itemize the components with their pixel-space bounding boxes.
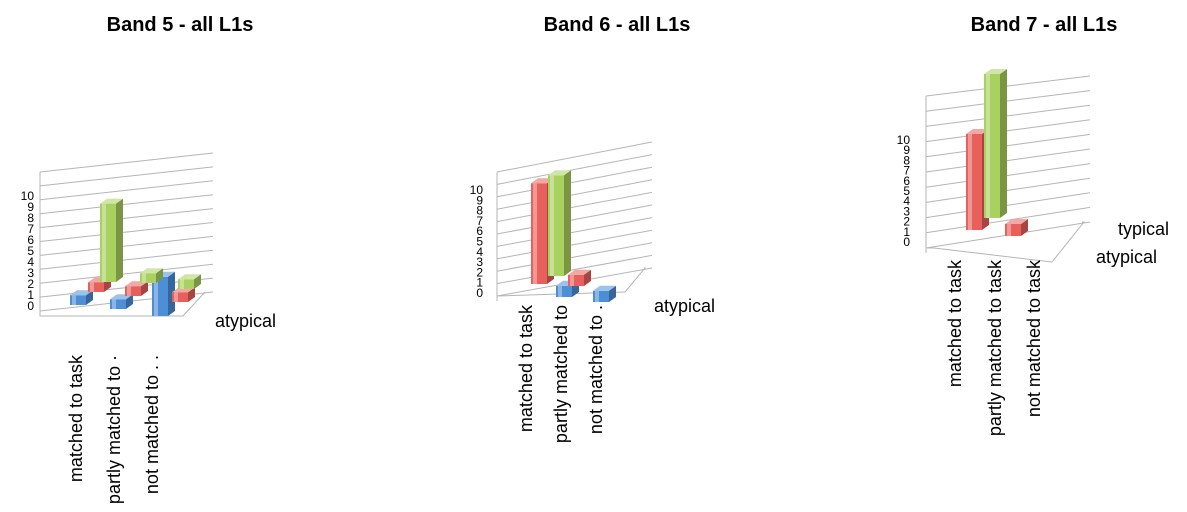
category-label: not matched to . . [142,355,162,494]
y-tick-label: 6 [27,233,34,247]
bar-blue-1 [70,290,93,305]
y-tick-label: 5 [27,244,34,258]
bar-green-1 [548,170,571,276]
y-tick-label: 8 [476,204,483,218]
y-tick-label: 4 [476,245,483,259]
y-tick-label: 9 [476,193,483,207]
chart-title: Band 5 - all L1s [107,14,254,36]
category-label: matched to task [66,354,86,482]
bar-red-2 [1005,219,1028,236]
y-tick-label: 3 [27,266,34,280]
bar-green-3 [178,274,201,289]
chart-title: Band 6 - all L1s [544,14,691,36]
y-tick-label: 9 [903,143,910,157]
category-label: matched to task [516,304,536,432]
category-label: not matched to . [586,305,606,434]
bar-blue-3 [593,285,616,302]
y-tick-label: 4 [903,194,910,208]
chart-title: Band 7 - all L1s [971,14,1118,36]
y-tick-label: 3 [903,204,910,218]
bar-green-1 [984,69,1007,218]
y-tick-label: 7 [476,214,483,228]
depth-label: typical [1118,219,1169,239]
y-tick-label: 3 [476,255,483,269]
bar-blue-2 [110,294,133,309]
depth-label: atypical [1096,247,1157,267]
y-tick-label: 4 [27,255,34,269]
y-tick-label: 10 [470,183,484,197]
depth-label: atypical [215,311,276,331]
bar-red-2 [125,281,148,296]
y-tick-label: 6 [476,224,483,238]
y-tick-label: 10 [21,189,35,203]
y-tick-label: 8 [903,153,910,167]
grid [39,152,214,317]
y-tick-label: 5 [903,184,910,198]
category-label: not matched to task [1024,259,1044,417]
depth-label: atypical [654,296,715,316]
y-tick-label: 7 [27,222,34,236]
category-label: partly matched to task [985,259,1005,436]
bar-green-2 [140,268,163,283]
bar-red-3 [172,287,195,302]
y-tick-label: 8 [27,211,34,225]
category-label: partly matched to [551,305,571,443]
y-tick-label: 10 [897,133,911,147]
y-tick-label: 0 [476,286,483,300]
y-tick-label: 1 [27,288,34,302]
bar-red-2 [568,269,591,286]
y-tick-label: 1 [476,276,483,290]
y-tick-label: 0 [903,235,910,249]
category-label: partly matched to · [104,355,124,504]
category-label: matched to task [945,259,965,387]
bar-green-1 [100,198,123,282]
y-tick-label: 5 [476,235,483,249]
y-tick-label: 7 [903,164,910,178]
bar-blue-3 [152,271,175,316]
y-tick-label: 9 [27,200,34,214]
y-tick-label: 0 [27,299,34,313]
y-tick-label: 1 [903,225,910,239]
y-tick-label: 6 [903,174,910,188]
y-tick-label: 2 [903,215,910,229]
y-tick-label: 2 [27,277,34,291]
y-tick-label: 2 [476,265,483,279]
